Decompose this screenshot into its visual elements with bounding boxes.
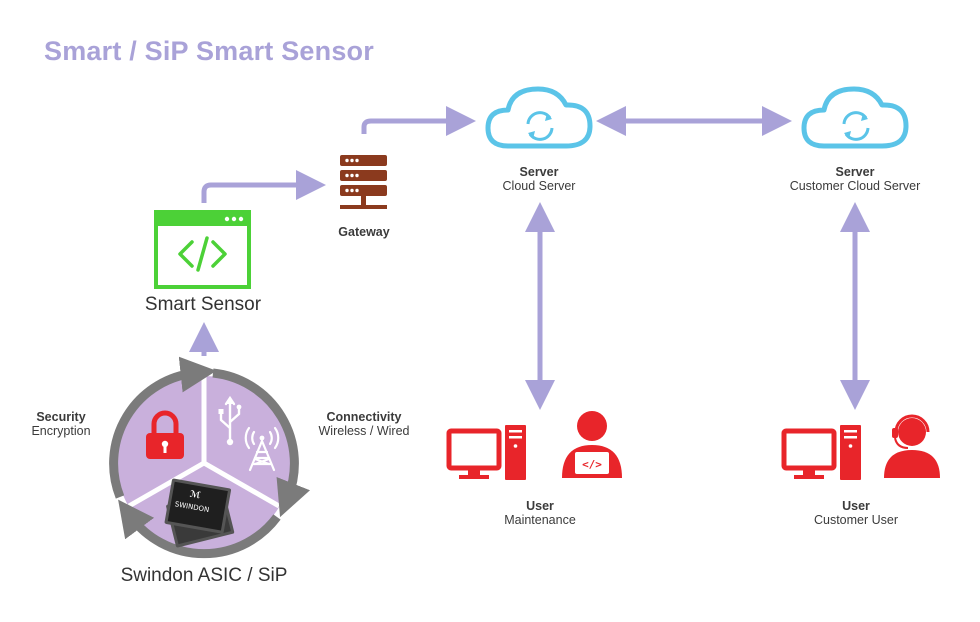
usb-icon <box>218 395 242 446</box>
asic-label: Swindon ASIC / SiP <box>120 565 288 586</box>
gateway-server-icon <box>340 155 387 209</box>
smart-sensor-label: Smart Sensor <box>144 294 262 315</box>
gateway-label: Gateway <box>338 225 390 239</box>
padlock-icon <box>146 410 184 459</box>
smart-sensor-code-window-icon <box>154 210 251 289</box>
arrow-gateway-to-cloud <box>361 106 476 136</box>
asic-chip-image: ℳ SWINDON <box>164 478 235 548</box>
asic-pie <box>117 376 291 550</box>
security-subtitle: Encryption <box>31 424 91 438</box>
maintenance-user-title: User <box>526 499 554 513</box>
asic-cycle-ring <box>109 356 311 559</box>
cloud-server-subtitle: Cloud Server <box>502 179 576 193</box>
security-title: Security <box>36 410 86 424</box>
svg-text:ℳ: ℳ <box>189 490 202 502</box>
arrow-sensor-to-gateway <box>201 170 326 203</box>
antenna-tower-icon <box>244 426 280 472</box>
customer-user-title: User <box>842 499 870 513</box>
customer-user-subtitle: Customer User <box>813 513 899 527</box>
cloud-server-title: Server <box>519 165 559 179</box>
developer-user-icon: </> <box>562 411 622 478</box>
page-title: Smart / SiP Smart Sensor <box>44 36 374 66</box>
connectivity-subtitle: Wireless / Wired <box>318 424 410 438</box>
cloud-server-icon <box>485 86 593 149</box>
customer-cloud-server-icon <box>801 86 909 149</box>
headset-user-icon <box>884 414 940 478</box>
svg-text:</>: </> <box>582 458 602 471</box>
customer-desktop-computer-icon <box>781 425 861 480</box>
connectivity-title: Connectivity <box>326 410 402 424</box>
maintenance-desktop-computer-icon <box>446 425 526 480</box>
customer-cloud-server-title: Server <box>835 165 875 179</box>
customer-cloud-server-subtitle: Customer Cloud Server <box>789 179 921 193</box>
maintenance-user-subtitle: Maintenance <box>504 513 576 527</box>
